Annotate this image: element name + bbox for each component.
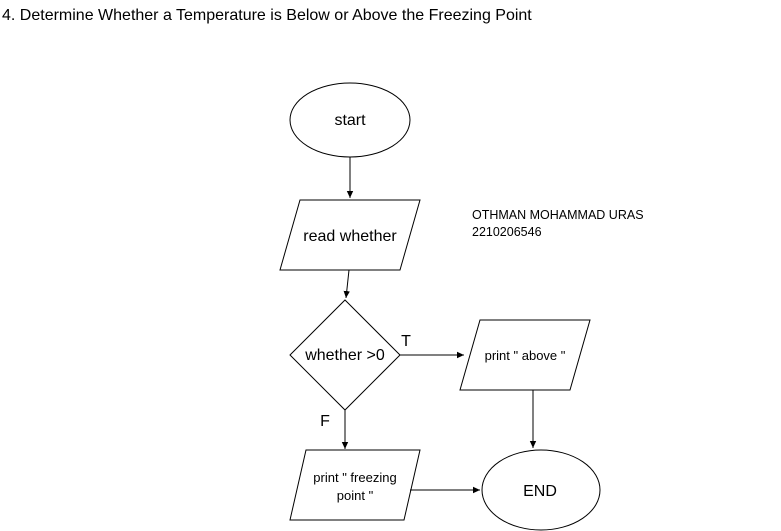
output-above-node: print " above " [459,319,591,391]
end-label: END [523,483,557,500]
output-freezing-label-line1: print " freezing [313,470,396,485]
decision-label: whether >0 [304,347,385,364]
edge-input-to-decision [343,269,350,299]
start-node: start [289,82,411,158]
decision-node: whether >0 [289,299,401,411]
input-node: read whether [279,199,421,271]
start-label: start [334,112,366,129]
end-node: END [481,449,601,531]
page-title: 4. Determine Whether a Temperature is Be… [2,7,532,24]
false-branch-label: F [320,413,330,430]
author-note: OTHMAN MOHAMMAD URAS 2210206546 [472,207,644,241]
author-name: OTHMAN MOHAMMAD URAS [472,208,644,222]
output-freezing-node: print " freezing point " [289,449,421,521]
true-branch-label: T [401,333,411,350]
author-id: 2210206546 [472,225,542,239]
output-above-label: print " above " [485,348,566,363]
output-freezing-label-line2: point " [337,488,374,503]
input-label: read whether [303,228,397,245]
